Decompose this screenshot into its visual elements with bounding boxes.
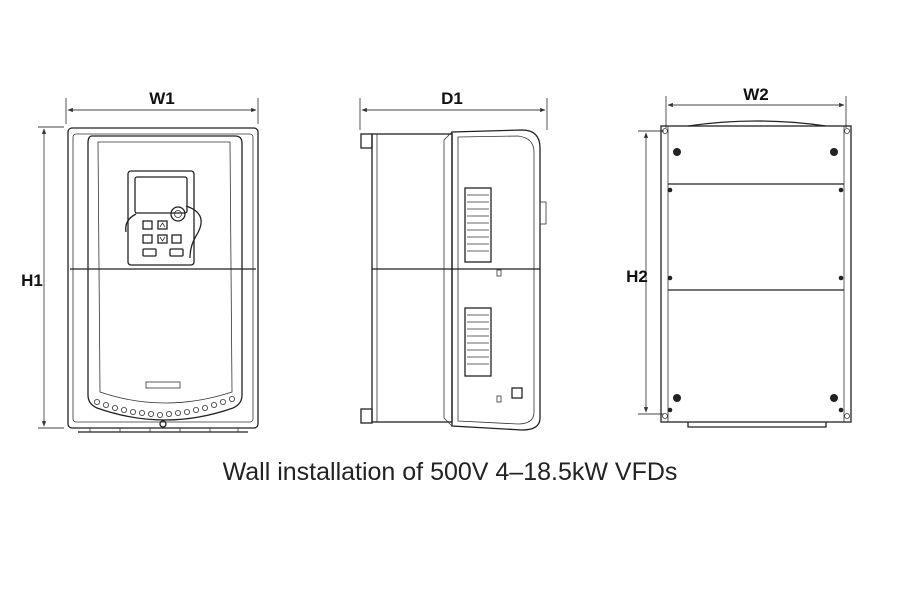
cover-screw-icon <box>159 420 167 428</box>
upper-vent-grille <box>464 187 492 263</box>
h1-label: H1 <box>21 271 43 290</box>
keypad-down-icon <box>157 234 168 244</box>
keypad-display <box>134 176 188 214</box>
keypad-run-icon <box>142 248 157 257</box>
control-keypad <box>125 170 202 266</box>
mounting-hole-icon <box>673 148 681 156</box>
lower-vent-grille <box>464 307 492 377</box>
keypad-stop-icon <box>169 248 184 257</box>
top-mounting-tab <box>360 133 373 149</box>
keypad-button-icon <box>142 234 153 244</box>
keypad-up-icon <box>157 220 168 230</box>
side-view: D1 <box>359 89 548 431</box>
w1-label: W1 <box>149 89 175 108</box>
keypad-button-icon <box>142 220 153 230</box>
mounting-hole-icon <box>830 394 838 402</box>
front-housing <box>67 127 259 429</box>
side-heatsink <box>371 133 453 423</box>
front-cover <box>87 135 243 421</box>
indicator-led-row <box>94 395 235 418</box>
keypad-button-icon <box>171 234 182 244</box>
bottom-mounting-tab <box>360 408 373 424</box>
d1-label: D1 <box>441 89 463 108</box>
back-view: W2 H2 <box>626 85 852 428</box>
mounting-hole-icon <box>830 148 838 156</box>
side-body <box>451 129 541 431</box>
side-connector <box>539 201 547 225</box>
mounting-hole-icon <box>673 394 681 402</box>
w2-label: W2 <box>743 85 769 104</box>
nameplate-slot <box>145 381 181 389</box>
back-housing <box>660 125 852 423</box>
diagram-caption: Wall installation of 500V 4–18.5kW VFDs <box>222 458 678 486</box>
h2-label: H2 <box>626 267 648 286</box>
side-latch <box>511 387 523 399</box>
keypad-knob-icon <box>170 206 186 222</box>
front-view: W1 H1 <box>21 89 259 433</box>
